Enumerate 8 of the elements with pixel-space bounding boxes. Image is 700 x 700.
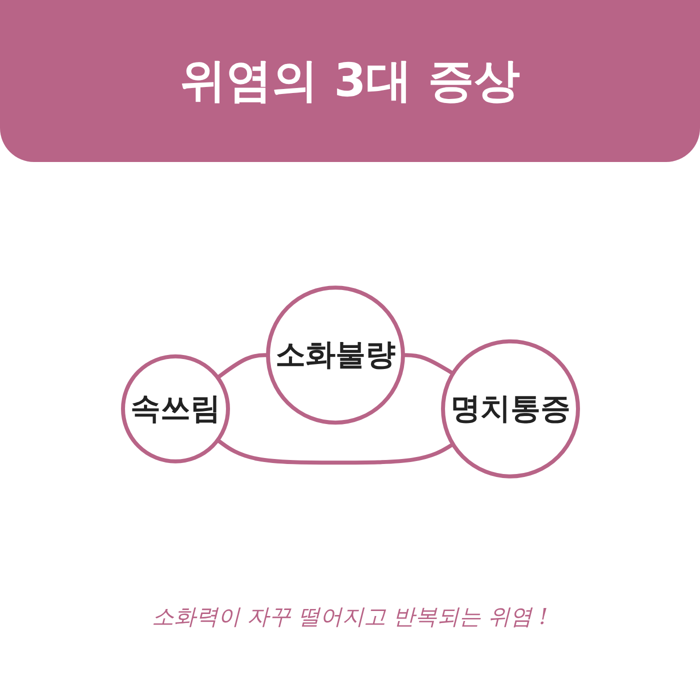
connector: [216, 353, 268, 380]
node-circle: 명치통증: [440, 339, 580, 478]
node-circle: 소화불량: [266, 286, 404, 425]
title: 위염의 3대 증상: [180, 52, 520, 109]
node-circle: 속쓰림: [120, 354, 230, 464]
caption: 소화력이 자꾸 떨어지고 반복되는 위염 !: [152, 605, 548, 630]
connector: [402, 353, 454, 376]
connector: [216, 438, 454, 465]
